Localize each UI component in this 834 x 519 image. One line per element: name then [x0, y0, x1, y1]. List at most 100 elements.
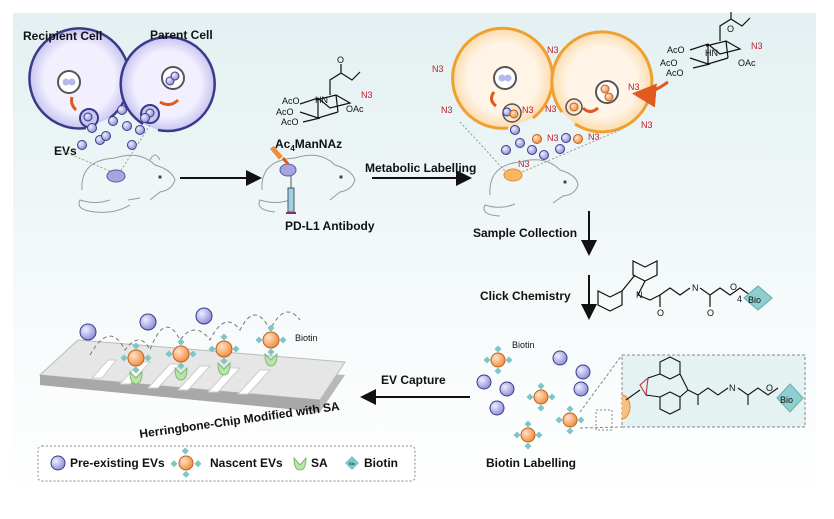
mouse-icon [258, 154, 356, 213]
biotin-icon [232, 345, 240, 353]
svg-text:O: O [657, 308, 664, 318]
sa-icon [174, 366, 188, 381]
biotin-icon [513, 431, 521, 439]
biotin-icon [535, 431, 543, 439]
nascent-ev [483, 345, 513, 375]
biotin-icon [177, 362, 185, 370]
svg-text:O: O [337, 55, 344, 65]
biotin-icon [494, 345, 502, 353]
nascent-ev [255, 324, 287, 356]
evs-label: EVs [54, 144, 77, 158]
svg-text:AcO: AcO [276, 107, 294, 117]
biotin-icon [577, 416, 585, 424]
svg-text:Bio: Bio [349, 461, 356, 466]
syringe-icon [269, 145, 296, 214]
svg-text:OAc: OAc [738, 58, 756, 68]
captured-evs [79, 307, 287, 385]
legend-pre-existing-ev-icon [50, 455, 66, 471]
biotin-icon [267, 324, 275, 332]
svg-text:N3: N3 [522, 105, 534, 115]
biotin-icon [566, 427, 574, 435]
svg-text:N3: N3 [518, 159, 530, 169]
nascent-ev [120, 342, 152, 374]
pre-existing-ev [489, 400, 505, 416]
pre-existing-ev [195, 307, 213, 325]
metabolic-labelling-label: Metabolic Labelling [365, 161, 476, 175]
svg-text:O: O [730, 282, 737, 292]
biotin-icon [144, 354, 152, 362]
biotin-icon [132, 342, 140, 350]
legend-biotin-icon [345, 456, 359, 470]
legend-label: Nascent EVs [210, 456, 283, 470]
pre-existing-ev [573, 381, 589, 397]
flow-path [89, 311, 301, 356]
svg-text:N3: N3 [441, 105, 453, 115]
ac4mannaz-structure: AcO AcO AcO HN O OAc N3 [276, 55, 373, 127]
svg-text:O: O [766, 383, 773, 393]
sa-icon [264, 352, 278, 367]
biotin-icon [524, 420, 532, 428]
svg-text:N3: N3 [361, 90, 373, 100]
ac4mannaz-structure: AcO AcO AcO HN O OAc N3 [660, 12, 763, 78]
mouse-icon [59, 124, 176, 213]
click-chemistry-label: Click Chemistry [480, 289, 571, 303]
biotin-icon [267, 348, 275, 356]
released-evs [77, 105, 150, 150]
legend-label: Pre-existing EVs [70, 456, 165, 470]
mouse-icon [459, 121, 621, 217]
biotin-icon [494, 367, 502, 375]
svg-text:N: N [729, 383, 736, 393]
legend-sa-icon [293, 456, 307, 471]
svg-text:N3: N3 [432, 64, 444, 74]
biotin-icon [505, 356, 513, 364]
labelled-recipient-cell [451, 26, 555, 130]
svg-text:N3: N3 [588, 132, 600, 142]
biotin-icon [220, 357, 228, 365]
biotin-icon [177, 338, 185, 346]
legend-label: Biotin [364, 456, 398, 470]
svg-text:HN: HN [315, 95, 328, 105]
biotin-icon [220, 333, 228, 341]
biotin-icon [189, 350, 197, 358]
nascent-ev [526, 382, 556, 412]
svg-text:N3: N3 [545, 104, 557, 114]
azide-labels: N3 N3 N3 N3 N3 N3 N3 N3 N3 N3 [432, 45, 653, 169]
svg-text:N3: N3 [547, 45, 559, 55]
biotin-icon [165, 350, 173, 358]
parent-cell-label: Parent Cell [150, 28, 213, 42]
mixed-evs [501, 125, 583, 160]
sample-collection-label: Sample Collection [473, 226, 577, 240]
svg-text:N3: N3 [547, 133, 559, 143]
labelled-parent-cell [550, 30, 669, 134]
biotin-icon [566, 405, 574, 413]
biotin-icon [537, 382, 545, 390]
bio-label: Bio [780, 395, 793, 405]
svg-text:HN: HN [705, 48, 718, 58]
pre-existing-ev [552, 350, 568, 366]
legend: Pre-existing EVs Nascent EVs SA Bio Biot… [37, 445, 416, 482]
svg-text:N3: N3 [751, 41, 763, 51]
pre-existing-ev [79, 323, 97, 341]
biotin-icon [132, 366, 140, 374]
nascent-ev [208, 333, 240, 365]
svg-text:AcO: AcO [660, 58, 678, 68]
svg-text:AcO: AcO [667, 45, 685, 55]
svg-text:N3: N3 [641, 120, 653, 130]
pre-existing-ev [575, 364, 591, 380]
biotin-labelling-label: Biotin Labelling [486, 456, 576, 470]
biotin-callout-label: Biotin [295, 333, 318, 343]
svg-text:AcO: AcO [666, 68, 684, 78]
ev-capture-label: EV Capture [381, 373, 446, 387]
legend-label: SA [311, 456, 328, 470]
biotin-icon [120, 354, 128, 362]
svg-text:N: N [636, 290, 643, 300]
sa-icon [129, 370, 143, 385]
herringbone-chip [38, 339, 346, 412]
biotin-icon [279, 336, 287, 344]
biotin-callout-label: Biotin [512, 340, 535, 350]
bio-label: Bio [748, 295, 761, 305]
pre-existing-ev [499, 381, 515, 397]
svg-text:AcO: AcO [281, 117, 299, 127]
svg-text:AcO: AcO [282, 96, 300, 106]
